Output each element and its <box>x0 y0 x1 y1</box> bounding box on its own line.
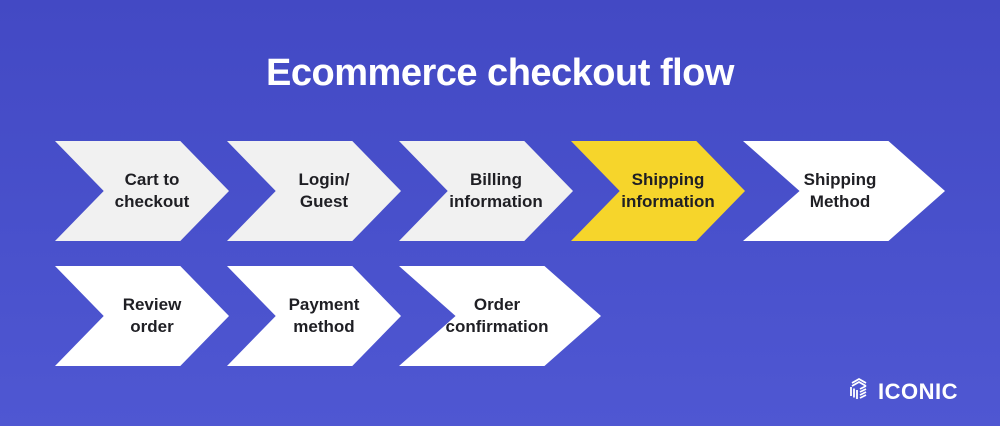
step-label-line2: Method <box>809 192 871 211</box>
step-label-line1: Cart to <box>124 170 180 189</box>
step-label-line1: Billing <box>470 170 522 189</box>
step-billing-information: Billing information <box>399 141 573 241</box>
step-shipping-method: Shipping Method <box>743 141 945 241</box>
step-label-line2: information <box>449 192 543 211</box>
page-title: Ecommerce checkout flow <box>266 52 734 94</box>
step-label-line1: Payment <box>288 295 360 314</box>
step-label-line2: checkout <box>114 192 190 211</box>
brand-name: ICONIC <box>878 378 958 404</box>
step-review-order: Review order <box>55 266 229 366</box>
step-label-line1: Shipping <box>803 170 877 189</box>
step-label-line2: confirmation <box>445 317 549 336</box>
step-label-line1: Review <box>122 295 182 314</box>
step-login-guest: Login/ Guest <box>227 141 401 241</box>
step-label-line2: order <box>130 317 174 336</box>
step-label-line2: method <box>293 317 355 336</box>
step-label-line2: Guest <box>299 192 349 211</box>
step-label-line1: Shipping <box>631 170 705 189</box>
step-label-line1: Order <box>473 295 521 314</box>
brand-logo: ICONIC <box>848 377 958 406</box>
step-order-confirmation: Order confirmation <box>399 266 601 366</box>
step-shipping-information: Shipping information <box>571 141 745 241</box>
step-cart-to-checkout: Cart to checkout <box>55 141 229 241</box>
step-payment-method: Payment method <box>227 266 401 366</box>
step-label-line1: Login/ <box>298 170 350 189</box>
step-label-line2: information <box>621 192 715 211</box>
cube-stripes-icon <box>848 377 870 406</box>
